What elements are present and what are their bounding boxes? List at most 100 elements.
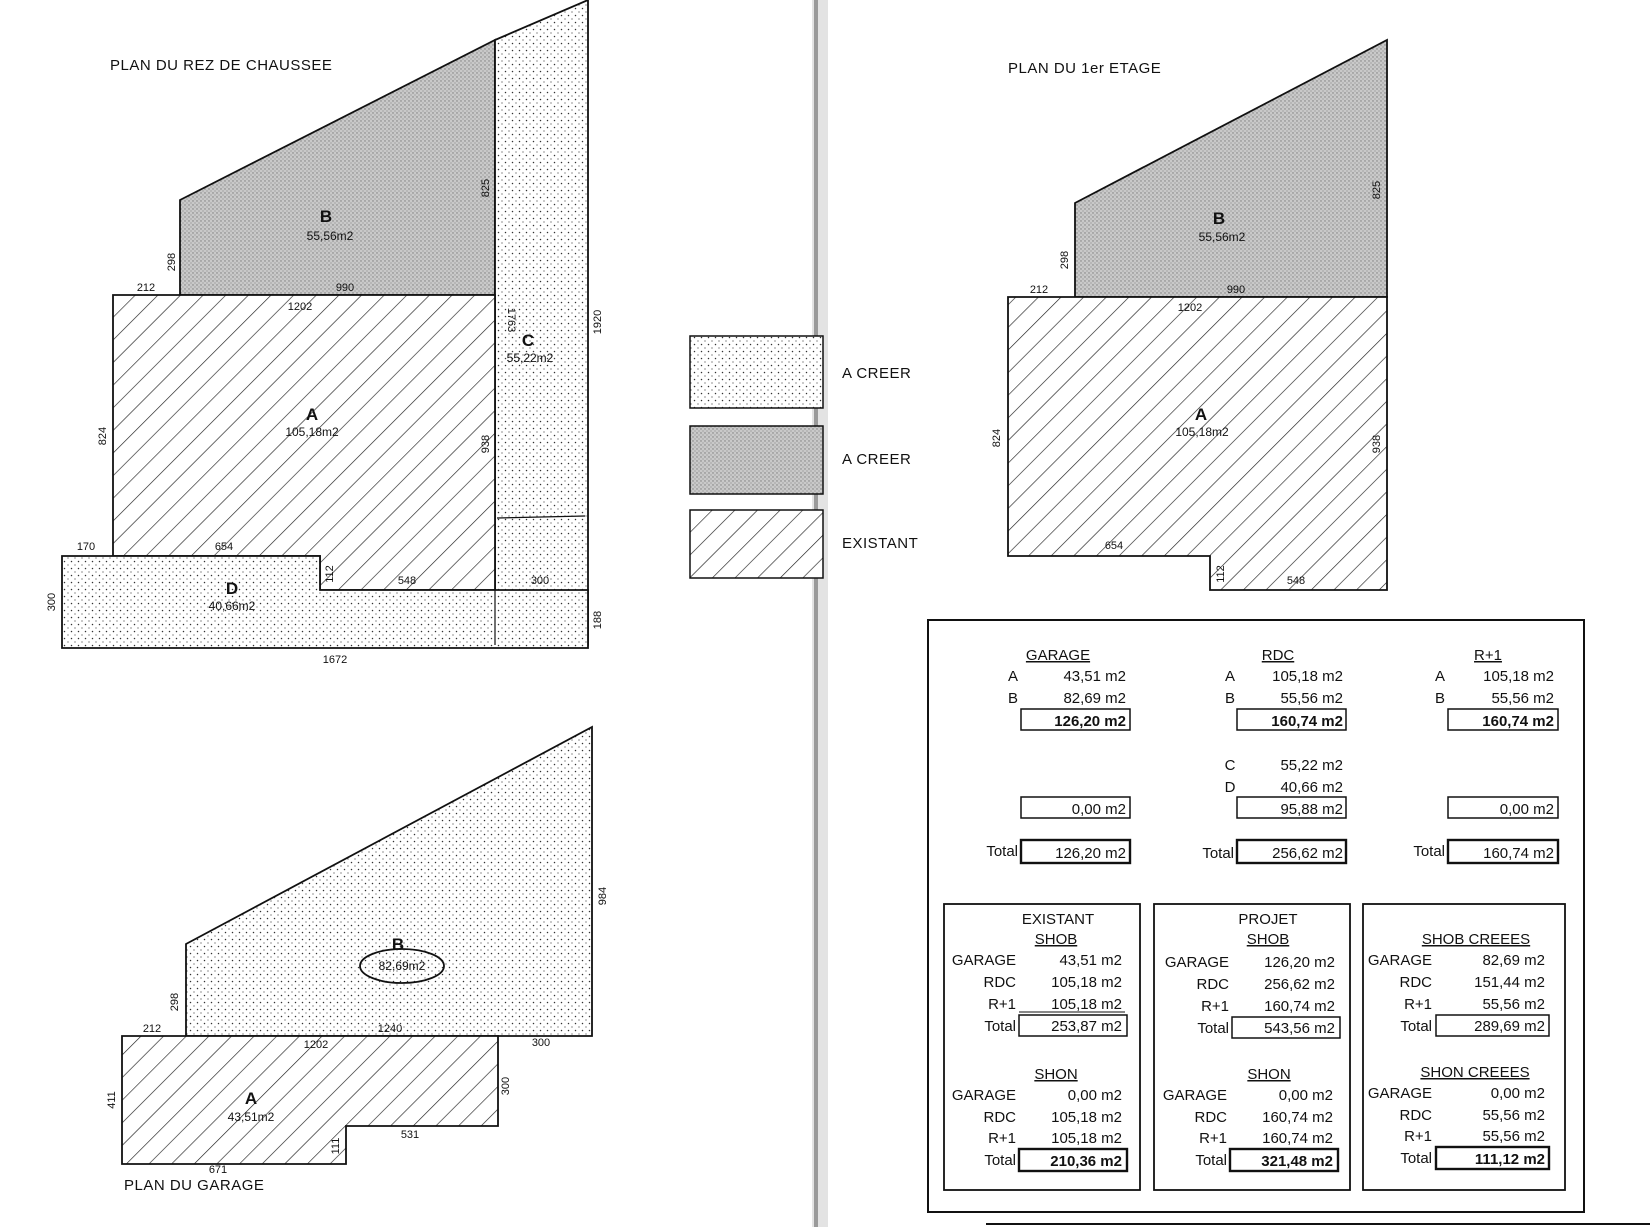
etage-zone-a-letter: A <box>1195 405 1207 424</box>
etage-dim-825: 825 <box>1371 181 1383 199</box>
rdc-zone-c-area: 55,22m2 <box>507 351 554 365</box>
rdc-dim-824: 824 <box>97 427 109 445</box>
box-projet-shob-label: SHOB <box>1247 931 1290 948</box>
box-projet-shon-row-1-key: GARAGE <box>1163 1087 1227 1104</box>
box-existant-shon-total-label: Total <box>984 1152 1016 1169</box>
box-existant-shob-row-3-value: 105,18 m2 <box>1051 996 1122 1013</box>
garage-dim-984: 984 <box>597 887 609 905</box>
plan-rdc: PLAN DU REZ DE CHAUSSEE B 55,56m2 C 55,2… <box>46 0 604 666</box>
col-r1-heading: R+1 <box>1474 647 1502 664</box>
col-garage-subtotal: 126,20 m2 <box>1054 713 1126 730</box>
box-creees-shob-row-1-key: GARAGE <box>1368 952 1432 969</box>
box-creees-shon-row-1-value: 0,00 m2 <box>1491 1085 1545 1102</box>
legend-swatch-dots <box>689 335 824 409</box>
rdc-dim-1672: 1672 <box>323 654 347 666</box>
box-creees-shon-row-3-key: R+1 <box>1404 1128 1432 1145</box>
box-creees-shob-row-1-value: 82,69 m2 <box>1482 952 1545 969</box>
garage-dim-671: 671 <box>209 1164 227 1176</box>
box-projet-title: PROJET <box>1238 911 1297 928</box>
garage-zone-a-shape <box>121 1035 499 1165</box>
col-rdc-row-a-key: A <box>1225 668 1235 685</box>
rdc-zone-b-letter: B <box>320 207 332 226</box>
rdc-dim-300-left: 300 <box>46 593 58 611</box>
rdc-dim-300-bottom: 300 <box>531 575 549 587</box>
box-creees-shob-total-label: Total <box>1400 1018 1432 1035</box>
rdc-zone-a-area: 105,18m2 <box>285 425 339 439</box>
col-rdc-subtotal2: 95,88 m2 <box>1280 801 1343 818</box>
col-garage-total-label: Total <box>986 843 1018 860</box>
box-creees-shon-row-1-key: GARAGE <box>1368 1085 1432 1102</box>
box-creees-shon-row-2-value: 55,56 m2 <box>1482 1107 1545 1124</box>
col-r1-subtotal-box <box>1447 708 1559 731</box>
box-projet-shob-row-2-key: RDC <box>1197 976 1230 993</box>
col-rdc-heading: RDC <box>1262 647 1295 664</box>
col-garage-total-box <box>1019 838 1132 865</box>
garage-zone-b-circle <box>359 948 445 984</box>
box-creees-shon-total-box <box>1434 1145 1551 1171</box>
col-garage-subtotal2-box <box>1020 796 1131 819</box>
etage-dim-298: 298 <box>1059 251 1071 269</box>
col-rdc-subtotal-box <box>1236 708 1347 731</box>
rdc-dim-548: 548 <box>398 575 416 587</box>
garage-zone-a-area: 43,51m2 <box>228 1110 275 1124</box>
plan-garage: B 82,69m2 A 43,51m2 984 298 212 1202 124… <box>106 725 609 1194</box>
box-creees-shob-row-2-key: RDC <box>1400 974 1433 991</box>
box-existant-shon-row-2-key: RDC <box>984 1109 1017 1126</box>
col-rdc-row-d-key: D <box>1225 779 1236 796</box>
box-projet-shob-row-3-key: R+1 <box>1201 998 1229 1015</box>
box-projet-shon-total-label: Total <box>1195 1152 1227 1169</box>
col-rdc-row-c-value: 55,22 m2 <box>1280 757 1343 774</box>
rdc-dim-1920: 1920 <box>592 310 604 334</box>
box-existant: EXISTANT SHOB GARAGE 43,51 m2 RDC 105,18… <box>943 903 1141 1191</box>
legend-label-dots: A CREER <box>842 365 911 382</box>
box-projet-shob-total-label: Total <box>1197 1020 1229 1037</box>
box-existant-shon-total-box <box>1017 1147 1129 1173</box>
garage-dim-298: 298 <box>169 993 181 1011</box>
col-r1-subtotal: 160,74 m2 <box>1482 713 1554 730</box>
col-garage-row-a-key: A <box>1008 668 1018 685</box>
etage-dim-112: 112 <box>1215 565 1227 583</box>
box-existant-frame <box>943 903 1141 1191</box>
col-r1-total-label: Total <box>1413 843 1445 860</box>
rdc-zone-b-shape <box>179 38 496 296</box>
box-projet-shon-row-2-value: 160,74 m2 <box>1262 1109 1333 1126</box>
rdc-dim-112: 112 <box>324 565 336 583</box>
page-fold-edge <box>814 0 818 1227</box>
rdc-zone-c-letter: C <box>522 331 534 350</box>
legend-label-grey: A CREER <box>842 451 911 468</box>
etage-dim-654: 654 <box>1105 540 1123 552</box>
box-projet-frame <box>1153 903 1351 1191</box>
rdc-dim-825: 825 <box>480 179 492 197</box>
box-projet-shob-total-box <box>1231 1016 1341 1039</box>
col-r1-subtotal2: 0,00 m2 <box>1500 801 1554 818</box>
plan-rdc-title: PLAN DU REZ DE CHAUSSEE <box>110 57 332 74</box>
rdc-zone-d-area: 40,66m2 <box>209 599 256 613</box>
col-r1-row-b-key: B <box>1435 690 1445 707</box>
box-creees-shob-row-2-value: 151,44 m2 <box>1474 974 1545 991</box>
rdc-dim-298: 298 <box>166 253 178 271</box>
col-r1-total-box <box>1446 838 1560 865</box>
box-projet-shon-row-3-key: R+1 <box>1199 1130 1227 1147</box>
etage-dim-990: 990 <box>1227 284 1245 296</box>
box-existant-shob-total-box <box>1018 1014 1128 1037</box>
box-projet-shob-row-1-key: GARAGE <box>1165 954 1229 971</box>
etage-dim-938: 938 <box>1371 435 1383 453</box>
summary-col-r1: R+1 A 105,18 m2 B 55,56 m2 160,74 m2 0,0… <box>1413 647 1560 865</box>
etage-zone-b-letter: B <box>1213 209 1225 228</box>
rdc-zone-a-letter: A <box>306 405 318 424</box>
summary-col-rdc: RDC A 105,18 m2 B 55,56 m2 160,74 m2 C 5… <box>1202 647 1348 865</box>
col-rdc-row-b-value: 55,56 m2 <box>1280 690 1343 707</box>
col-garage-heading: GARAGE <box>1026 647 1090 664</box>
plan-etage: PLAN DU 1er ETAGE B 55,56m2 A 105,18m2 2… <box>991 38 1388 591</box>
box-existant-shob-row-3-key: R+1 <box>988 996 1016 1013</box>
box-existant-shon-total: 210,36 m2 <box>1050 1153 1122 1170</box>
col-garage-row-b-value: 82,69 m2 <box>1063 690 1126 707</box>
box-existant-shob-row-1-key: GARAGE <box>952 952 1016 969</box>
col-r1-row-a-value: 105,18 m2 <box>1483 668 1554 685</box>
box-existant-shon-row-3-key: R+1 <box>988 1130 1016 1147</box>
col-rdc-total-box <box>1235 838 1348 865</box>
box-creees-shob-row-3-value: 55,56 m2 <box>1482 996 1545 1013</box>
rdc-dim-188: 188 <box>592 611 604 629</box>
etage-zone-a-area: 105,18m2 <box>1175 425 1229 439</box>
